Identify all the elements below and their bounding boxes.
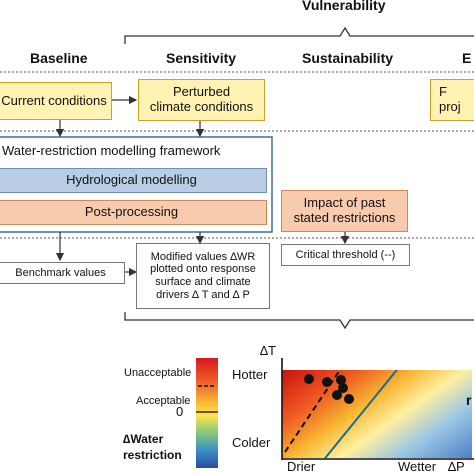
post-processing-label: Post-processing (84, 204, 179, 220)
data-point-6 (344, 394, 354, 404)
benchmark-label: Benchmark values (15, 266, 106, 279)
modified-label-line1: Modified values ∆WR (150, 250, 256, 263)
hydrological-modelling-box: Hydrological modelling (0, 168, 267, 193)
data-point-5 (332, 390, 342, 400)
framework-box (0, 136, 273, 233)
modified-label-line3: surface and climate (155, 276, 251, 288)
hydrological-label: Hydrological modelling (66, 172, 197, 188)
legend-zero-label: 0 (176, 404, 184, 419)
post-processing-box: Post-processing (0, 200, 267, 225)
zero-contour-line (323, 370, 399, 458)
legend-title-line1: ∆Water (123, 432, 164, 446)
modified-label-line2: plotted onto response (150, 263, 256, 276)
impact-label-line2: stated restrictions (293, 210, 396, 225)
modified-values-box: Modified values ∆WR plotted onto respons… (136, 243, 270, 309)
data-point-2 (322, 377, 332, 387)
perturbed-label-line2: climate conditions (149, 99, 254, 114)
response-surface-plot (282, 370, 472, 458)
wetter-label: Wetter (398, 459, 437, 474)
data-point-4 (338, 383, 348, 393)
colder-label: Colder (232, 435, 271, 450)
f-label-line1: F (439, 84, 447, 100)
sustainability-header: Sustainability (302, 50, 394, 66)
critical-threshold-box: Critical threshold (--) (281, 244, 410, 266)
framework-title: Water-restriction modelling framework (2, 143, 221, 158)
f-label-line2: proj (439, 99, 461, 114)
current-conditions-box: Current conditions (0, 82, 112, 120)
current-conditions-label: Current conditions (1, 92, 107, 108)
data-point-1 (304, 374, 314, 384)
legend-unacceptable-label: Unacceptable (124, 367, 192, 379)
impact-label-line1: Impact of past (303, 195, 386, 211)
vulnerability-header: Vulnerability (302, 0, 386, 13)
perturbed-label-line1: Perturbed (172, 84, 231, 100)
critical-threshold-dashed-line (284, 370, 342, 453)
critical-label: Critical threshold (--) (295, 248, 396, 261)
baseline-header: Baseline (30, 50, 88, 66)
water-restriction-colorbar (196, 358, 218, 468)
sensitivity-header: Sensitivity (166, 50, 237, 66)
response-surface-overlays (284, 370, 399, 458)
e-header-partial: E (462, 50, 472, 66)
data-point-3 (336, 375, 346, 385)
delta-p-axis-label: ∆P (448, 459, 465, 474)
hotter-label: Hotter (232, 367, 268, 382)
legend-acceptable-label: Acceptable (136, 395, 191, 407)
future-projections-box-partial: F proj (430, 79, 474, 121)
delta-t-axis-label: ∆T (260, 343, 276, 358)
benchmark-values-box: Benchmark values (0, 262, 125, 284)
r-partial-label: r (466, 392, 472, 408)
modified-label-line4: drivers ∆ T and ∆ P (156, 288, 250, 301)
bottom-brace (124, 312, 474, 330)
impact-past-restrictions-box: Impact of past stated restrictions (281, 190, 408, 232)
vulnerability-brace (124, 26, 474, 44)
drier-label: Drier (287, 459, 316, 474)
colorbar-markers (196, 385, 218, 413)
perturbed-climate-box: Perturbed climate conditions (138, 79, 265, 121)
legend-title-line2: restriction (123, 448, 182, 462)
